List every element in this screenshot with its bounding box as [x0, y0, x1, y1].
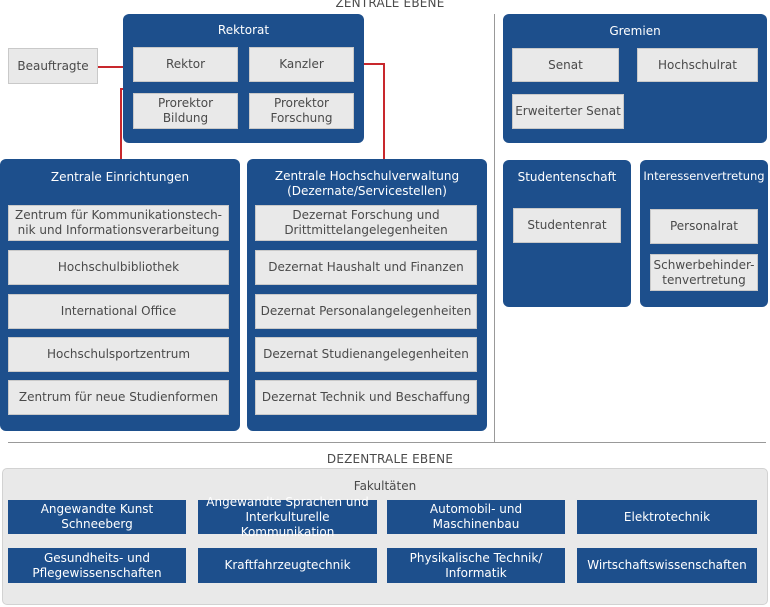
einrichtung-item: Hochschulsportzentrum: [8, 337, 229, 372]
rektorat-panel: Rektorat Rektor Kanzler Prorektor Bildun…: [123, 14, 364, 143]
connector-beauftragte: [98, 66, 134, 68]
horizontal-divider: [8, 442, 766, 443]
studentenrat-box: Studentenrat: [513, 208, 621, 243]
zentrale-einrichtungen-title: Zentrale Einrichtungen: [50, 170, 190, 184]
verwaltung-title: Zentrale Hochschulverwaltung (Dezernate/…: [274, 169, 460, 198]
dezernat-item: Dezernat Forschung und Drittmittelangele…: [255, 205, 477, 241]
einrichtung-item: International Office: [8, 294, 229, 329]
vertical-divider: [494, 14, 495, 442]
gremien-panel: Gremien Senat Hochschulrat Erweiterter S…: [503, 14, 767, 143]
fakultaet-item: Elektrotechnik: [577, 500, 757, 534]
rektor-box: Rektor: [133, 47, 238, 82]
studentenschaft-title: Studentenschaft: [517, 170, 617, 184]
fakultaet-item: Kraftfahrzeugtechnik: [198, 548, 377, 583]
fakultaet-item: Angewandte Kunst Schneeberg: [8, 500, 186, 534]
hochschulrat-box: Hochschulrat: [637, 48, 758, 82]
interessenvertretung-panel: Interessenvertretung Personalrat Schwerb…: [640, 160, 768, 307]
decentral-level-label: DEZENTRALE EBENE: [326, 452, 454, 466]
dezernat-item: Dezernat Haushalt und Finanzen: [255, 250, 477, 285]
personalrat-box: Personalrat: [650, 209, 758, 244]
fakultaet-item: Gesundheits- und Pflegewissenschaften: [8, 548, 186, 583]
rektorat-title: Rektorat: [217, 23, 270, 37]
verwaltung-panel: Zentrale Hochschulverwaltung (Dezernate/…: [247, 159, 487, 431]
einrichtung-item: Zentrum für neue Studienformen: [8, 380, 229, 415]
connector-kanzler-v: [383, 63, 385, 162]
fakultaet-item: Wirtschaftswissenschaften: [577, 548, 757, 583]
erweiterter-senat-box: Erweiterter Senat: [512, 94, 624, 129]
fakultaet-item: Angewandte Sprachen und Interkulturelle …: [198, 495, 377, 539]
dezernat-item: Dezernat Personalangelegenheiten: [255, 294, 477, 329]
connector-kanzler-h: [352, 63, 385, 65]
fakultaeten-title: Fakultäten: [353, 479, 417, 493]
prorektor-forschung-box: Prorektor Forschung: [249, 93, 354, 129]
schwerbehindertenvertretung-box: Schwerbehinder- tenvertretung: [650, 254, 758, 291]
beauftragte-box: Beauftragte: [8, 48, 98, 84]
zentrale-einrichtungen-panel: Zentrale Einrichtungen Zentrum für Kommu…: [0, 159, 240, 431]
dezernat-item: Dezernat Studienangelegenheiten: [255, 337, 477, 372]
gremien-title: Gremien: [609, 24, 661, 38]
senat-box: Senat: [512, 48, 619, 82]
prorektor-bildung-box: Prorektor Bildung: [133, 93, 238, 129]
kanzler-box: Kanzler: [249, 47, 354, 82]
studentenschaft-panel: Studentenschaft Studentenrat: [503, 160, 631, 307]
central-level-label: ZENTRALE EBENE: [335, 0, 445, 10]
dezernat-item: Dezernat Technik und Beschaffung: [255, 380, 477, 415]
fakultaet-item: Automobil- und Maschinenbau: [387, 500, 565, 534]
einrichtung-item: Zentrum für Kommunikationstech- nik und …: [8, 205, 229, 241]
fakultaeten-panel: Fakultäten: [2, 468, 768, 605]
einrichtung-item: Hochschulbibliothek: [8, 250, 229, 285]
fakultaet-item: Physikalische Technik/ Informatik: [387, 548, 565, 583]
interessenvertretung-title: Interessenvertretung: [643, 169, 765, 183]
connector-rektor-left-v: [120, 88, 122, 162]
